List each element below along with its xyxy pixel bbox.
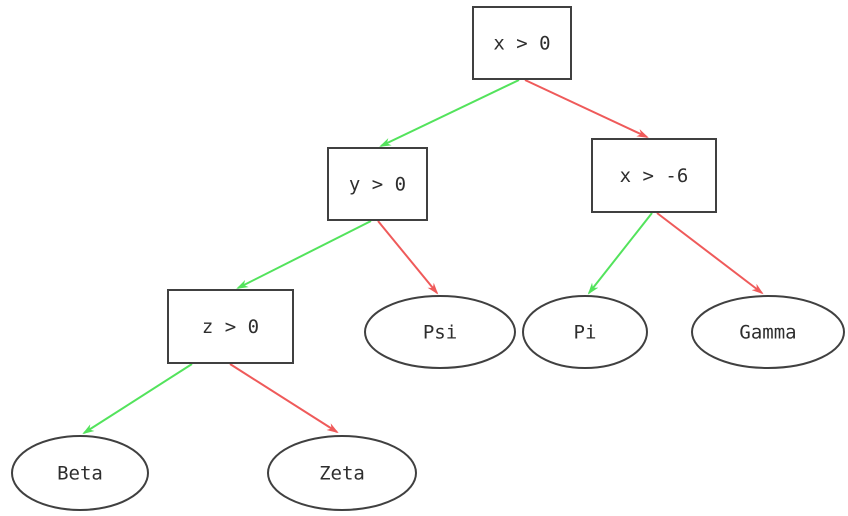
node-shape-z-gt-0 — [167, 289, 294, 364]
edge-y-gt-0-to-psi — [377, 220, 439, 295]
node-shape-zeta — [267, 435, 417, 511]
node-label-x-gt-neg6: x > -6 — [620, 165, 689, 187]
node-shape-gamma — [691, 295, 845, 369]
node-shape-psi — [364, 295, 516, 369]
node-label-z-gt-0: z > 0 — [202, 316, 259, 338]
node-label-pi: Pi — [574, 322, 597, 344]
edge-z-gt-0-to-zeta — [229, 363, 339, 434]
leaf-node-gamma: Gamma — [691, 295, 845, 369]
node-label-psi: Psi — [423, 322, 457, 344]
node-label-y-gt-0: y > 0 — [349, 174, 406, 196]
edge-x-gt-0-to-y-gt-0 — [379, 79, 520, 147]
leaf-node-pi: Pi — [522, 295, 648, 369]
edge-y-gt-0-to-z-gt-0 — [236, 220, 372, 289]
edge-x-gt-neg6-to-gamma — [656, 212, 764, 295]
node-shape-x-gt-neg6 — [591, 138, 717, 213]
node-shape-beta — [11, 435, 149, 511]
node-label-x-gt-0: x > 0 — [493, 33, 550, 55]
leaf-node-beta: Beta — [11, 435, 149, 511]
node-label-zeta: Zeta — [319, 463, 365, 485]
node-shape-y-gt-0 — [327, 147, 428, 221]
decision-node-x-gt-neg6: x > -6 — [591, 138, 717, 213]
decision-node-z-gt-0: z > 0 — [167, 289, 294, 364]
edge-x-gt-0-to-x-gt-neg6 — [524, 79, 649, 138]
leaf-node-zeta: Zeta — [267, 435, 417, 511]
node-label-gamma: Gamma — [739, 322, 796, 344]
decision-node-y-gt-0: y > 0 — [327, 147, 428, 221]
node-shape-pi — [522, 295, 648, 369]
decision-node-x-gt-0: x > 0 — [472, 6, 572, 80]
leaf-node-psi: Psi — [364, 295, 516, 369]
edge-z-gt-0-to-beta — [82, 363, 193, 435]
node-shape-x-gt-0 — [472, 6, 572, 80]
edge-x-gt-neg6-to-pi — [587, 212, 653, 295]
node-label-beta: Beta — [57, 463, 103, 485]
